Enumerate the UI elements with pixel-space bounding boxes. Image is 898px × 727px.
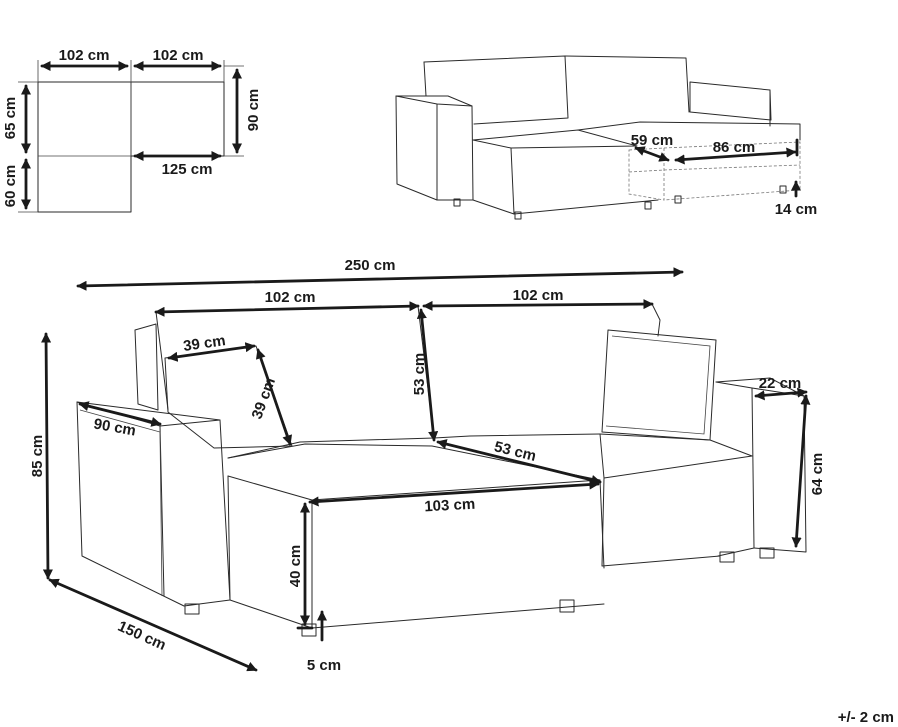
back-height-label: 53 cm	[411, 353, 428, 396]
back-height-dim	[416, 308, 439, 442]
back-left-label: 102 cm	[265, 289, 316, 306]
chaise-length-dim	[308, 479, 600, 507]
plan-view: 102 cm 102 cm 65 cm 60 cm 90 cm 125 cm	[2, 47, 262, 213]
plan-top-left-label: 102 cm	[59, 47, 110, 64]
pillow-width-label: 39 cm	[182, 332, 226, 355]
armrest-width-right-label: 22 cm	[759, 375, 802, 392]
armrest-height-right-dim	[791, 394, 811, 548]
pillow-width-dim	[167, 342, 256, 362]
plan-extension-lines	[18, 60, 244, 213]
armrest-width-right-dim	[754, 387, 808, 401]
plan-inner-bottom-label: 125 cm	[162, 161, 213, 178]
small-chaise-width-label: 86 cm	[713, 139, 756, 156]
total-height-dim	[41, 332, 53, 580]
seat-depth-dim	[436, 439, 602, 485]
small-sofa-view: 59 cm 86 cm 14 cm	[395, 55, 818, 220]
back-right-dim	[422, 299, 654, 311]
plan-top-right-label: 102 cm	[153, 47, 204, 64]
plan-left-upper-label: 65 cm	[2, 97, 19, 140]
plan-left-lower-label: 60 cm	[2, 165, 19, 208]
leg-height-label: 5 cm	[307, 657, 341, 674]
tolerance-note: +/- 2 cm	[838, 709, 894, 726]
main-sofa-view: 250 cm 102 cm 102 cm 39 cm 39 cm 53 cm 5…	[29, 257, 826, 674]
overall-width-label: 250 cm	[345, 257, 396, 274]
seat-height-label: 40 cm	[287, 545, 304, 588]
back-right-label: 102 cm	[513, 287, 564, 304]
total-height-label: 85 cm	[29, 435, 46, 478]
depth-label: 150 cm	[115, 618, 168, 654]
back-left-dim	[154, 301, 420, 317]
armrest-height-right-label: 64 cm	[809, 453, 826, 496]
plan-outline	[37, 81, 225, 213]
armrest-depth-left-label: 90 cm	[92, 416, 137, 440]
armrest-depth-left-dim	[78, 401, 162, 427]
plan-right-label: 90 cm	[245, 89, 262, 132]
small-chaise-depth-dim	[634, 146, 670, 162]
small-chaise-depth-label: 59 cm	[631, 132, 674, 149]
depth-dim	[48, 578, 258, 672]
chaise-length-label: 103 cm	[424, 496, 476, 516]
pillow-height-dim	[255, 348, 293, 446]
small-sofa-outline	[395, 55, 801, 220]
small-chaise-width-dim	[674, 147, 797, 165]
small-leg-label: 14 cm	[775, 201, 818, 218]
overall-width-dim	[76, 267, 684, 291]
